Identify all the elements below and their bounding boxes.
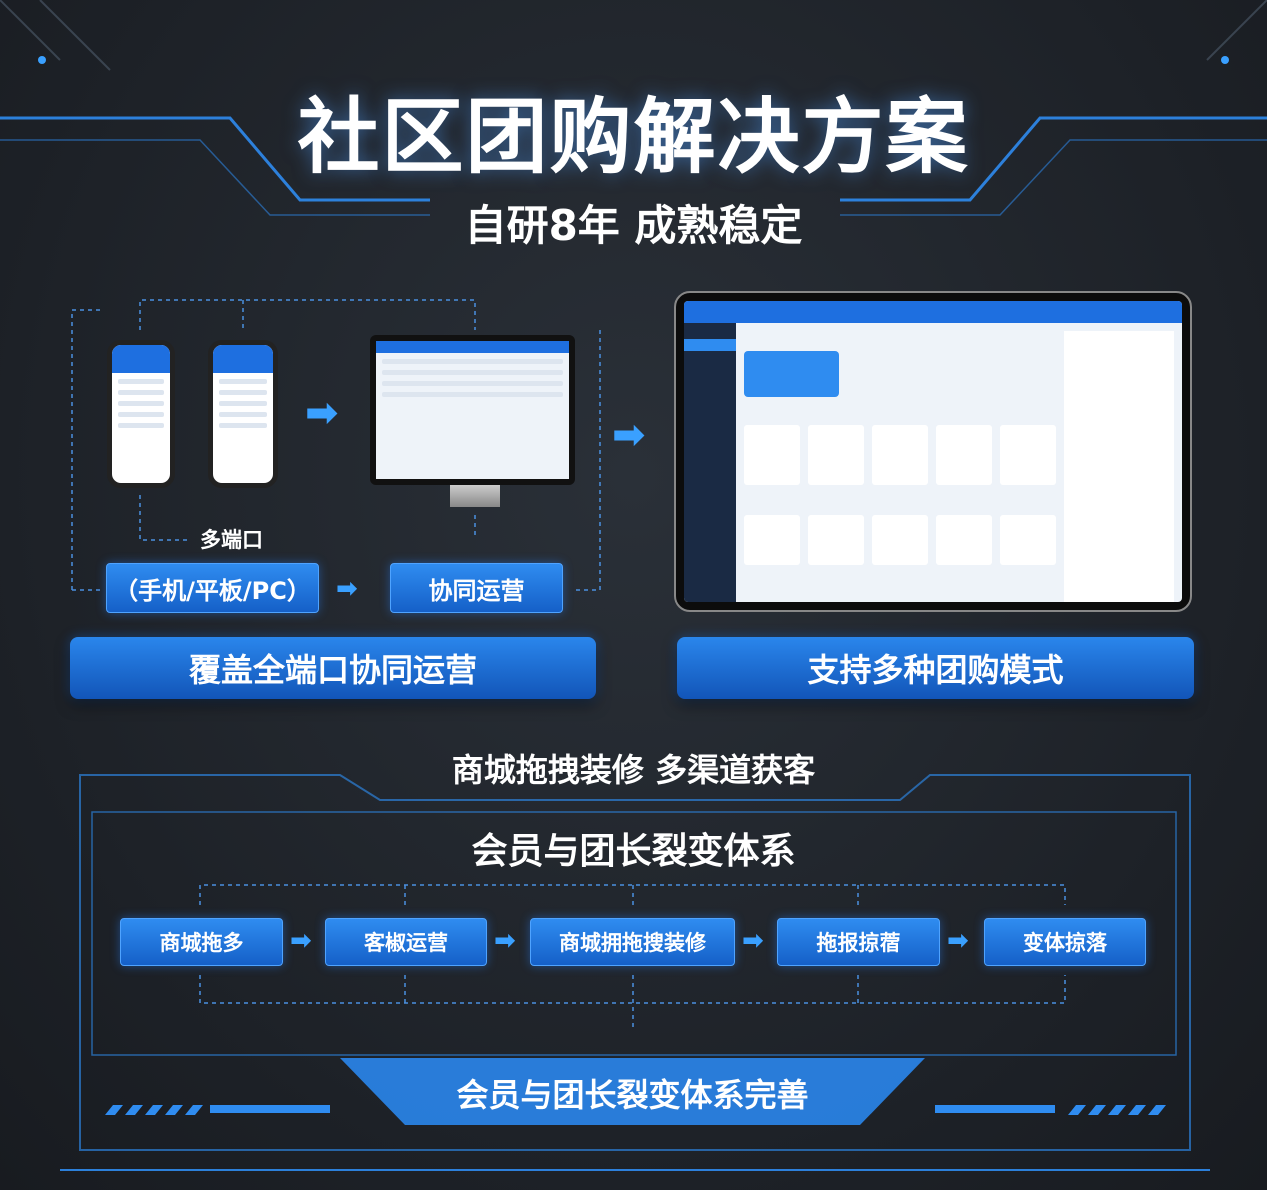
- flow-step-2[interactable]: 客椒运营: [325, 918, 487, 966]
- arrow-right-icon: ➡: [336, 574, 358, 604]
- bottom-banner: 会员与团长裂变体系完善: [456, 1076, 809, 1114]
- tablet-mockup: [674, 291, 1192, 612]
- middle-heading: 商城拖拽装修 多渠道获客: [451, 751, 816, 789]
- devices-button[interactable]: （手机/平板/PC）: [106, 563, 319, 613]
- arrow-right-icon: ➡: [612, 412, 646, 458]
- arrow-right-icon: ➡: [742, 926, 764, 956]
- arrow-right-icon: ➡: [947, 926, 969, 956]
- phone-mockup: [208, 340, 278, 488]
- right-banner: 支持多种团购模式: [677, 637, 1194, 699]
- page-title: 社区团购解决方案: [297, 90, 970, 185]
- monitor-stand: [450, 485, 500, 507]
- multi-port-label: 多端口: [200, 528, 263, 552]
- arrow-right-icon: ➡: [290, 926, 312, 956]
- flow-step-3[interactable]: 商城拥拖搜装修: [530, 918, 735, 966]
- flow-step-1[interactable]: 商城拖多: [120, 918, 283, 966]
- phone-mockup: [107, 340, 175, 488]
- bottom-heading: 会员与团长裂变体系: [471, 831, 796, 872]
- flow-step-4[interactable]: 拖报掠蓿: [777, 918, 940, 966]
- collab-ops-button[interactable]: 协同运营: [390, 563, 563, 613]
- monitor-mockup: [370, 335, 575, 485]
- arrow-right-icon: ➡: [305, 390, 339, 436]
- left-banner: 覆盖全端口协同运营: [70, 637, 596, 699]
- flow-step-5[interactable]: 变体掠落: [984, 918, 1146, 966]
- page-subtitle: 自研8年 成熟稳定: [464, 201, 803, 250]
- arrow-right-icon: ➡: [494, 926, 516, 956]
